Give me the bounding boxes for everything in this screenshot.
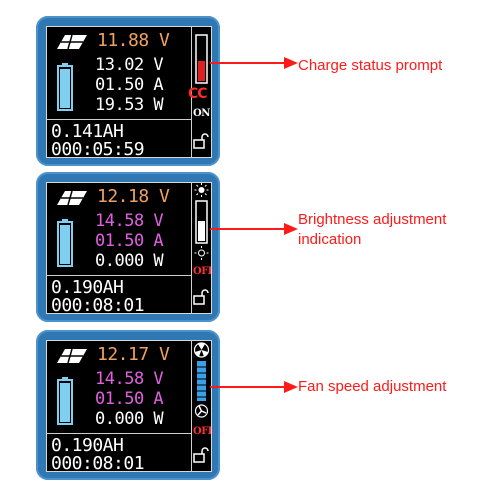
capacity-readout: 0.190AH [51, 277, 124, 298]
battery-icon [57, 63, 73, 111]
pointer-arrow-3 [210, 381, 298, 393]
output-power: 0.000 W [95, 251, 164, 271]
time-readout: 000:05:59 [51, 139, 145, 158]
divider [47, 119, 191, 120]
output-voltage: 14.58 V [95, 211, 164, 231]
output-current: 01.50 A [95, 389, 164, 409]
output-current: 01.50 A [95, 231, 164, 251]
charge-level-bar [195, 34, 208, 84]
output-voltage: 13.02 V [95, 55, 164, 75]
callout-text: Charge status prompt [298, 57, 443, 74]
battery-icon [57, 377, 73, 425]
divider [191, 341, 192, 471]
input-voltage: 11.88 V [97, 30, 170, 51]
output-power: 19.53 W [95, 95, 164, 115]
solar-panel-icon [57, 191, 87, 205]
pointer-arrow-2 [210, 223, 298, 235]
lcd-screen-2: 12.18 V 14.58 V 01.50 A 0.000 W 0.190AH … [46, 182, 212, 314]
callout-label-2: Brightness adjustment indication [298, 210, 446, 250]
divider [47, 275, 191, 276]
callout-label-3: Fan speed adjustment [298, 377, 446, 397]
callout-text: indication [298, 231, 362, 248]
callout-text: Brightness adjustment [298, 211, 447, 228]
capacity-readout: 0.190AH [51, 435, 124, 456]
solar-panel-icon [57, 349, 87, 363]
solar-panel-icon [57, 35, 87, 49]
unlock-icon [193, 447, 209, 463]
output-state: OFF [193, 266, 211, 277]
output-voltage: 14.58 V [95, 369, 164, 389]
brightness-icon [194, 183, 209, 260]
display-module-3: 12.17 V 14.58 V 01.50 A 0.000 W 0.190AH … [36, 330, 220, 480]
lcd-screen-3: 12.17 V 14.58 V 01.50 A 0.000 W 0.190AH … [46, 340, 212, 472]
output-state: OFF [193, 426, 211, 437]
divider [191, 27, 192, 157]
callout-text: Fan speed adjustment [298, 378, 447, 395]
battery-icon [57, 219, 73, 267]
time-readout: 000:08:01 [51, 295, 145, 314]
display-module-2: 12.18 V 14.58 V 01.50 A 0.000 W 0.190AH … [36, 172, 220, 322]
input-voltage: 12.17 V [97, 344, 170, 365]
pointer-arrow-1 [210, 57, 298, 69]
unlock-icon [193, 133, 209, 149]
output-current: 01.50 A [95, 75, 164, 95]
display-module-1: 11.88 V 13.02 V 01.50 A 19.53 W 0.141AH … [36, 16, 220, 166]
time-readout: 000:08:01 [51, 453, 145, 472]
callout-label-1: Charge status prompt [298, 56, 442, 76]
divider [47, 433, 191, 434]
fan-icon [193, 342, 210, 418]
output-state: ON [193, 108, 210, 119]
input-voltage: 12.18 V [97, 186, 170, 207]
unlock-icon [193, 289, 209, 305]
output-power: 0.000 W [95, 409, 164, 429]
charge-mode-indicator: CC [188, 86, 208, 102]
divider [191, 183, 192, 313]
capacity-readout: 0.141AH [51, 121, 124, 142]
lcd-screen-1: 11.88 V 13.02 V 01.50 A 19.53 W 0.141AH … [46, 26, 212, 158]
